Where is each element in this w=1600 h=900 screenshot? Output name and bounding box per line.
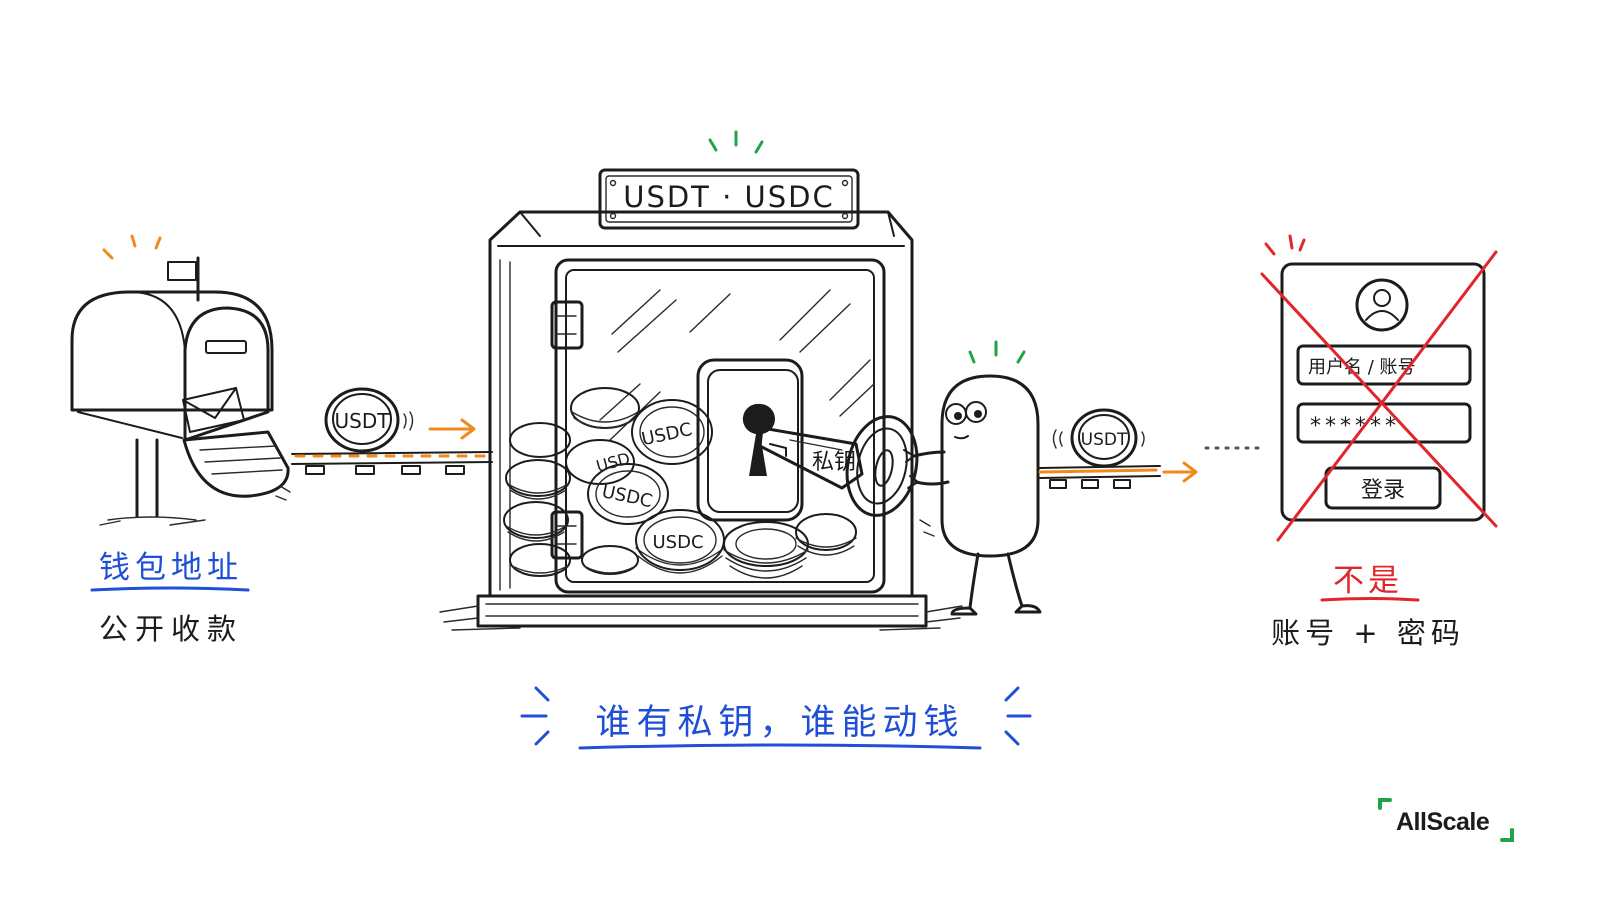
wallet-address-subtitle: 公开收款: [98, 612, 243, 646]
brand-logo: AllScale: [1390, 806, 1528, 846]
coin-label: USDT: [1081, 430, 1128, 450]
safe-sign-label: USDT · USDC: [623, 180, 835, 214]
account-password-label: 账号 + 密码: [1271, 616, 1465, 650]
safe-icon: [439, 130, 963, 631]
coin-pile: USD USDC USDC USDC: [503, 387, 857, 579]
usdt-coin-incoming: USDT: [324, 387, 414, 453]
mailbox-icon: [70, 234, 291, 526]
login-button: [1324, 466, 1442, 510]
login-button-label: 登录: [1361, 478, 1405, 503]
keyhole-icon: [696, 358, 804, 522]
wallet-underline: [90, 586, 250, 592]
brand-name: AllScale: [1396, 808, 1490, 836]
arrow-icon: [428, 418, 476, 440]
wallet-address-title: 钱包地址: [99, 550, 243, 586]
conveyor-right: [1038, 465, 1161, 489]
cross-out-mark: [1260, 250, 1498, 542]
brand-bracket-icon: [1378, 798, 1392, 810]
coin-label: USDT: [335, 409, 391, 433]
slogan-underline: [578, 743, 982, 750]
not-label: 不是: [1333, 563, 1403, 599]
password-mask: ******: [1310, 414, 1400, 439]
character-icon: [903, 340, 1042, 616]
login-card: 用户名 / 账号 ****** 登录: [1260, 234, 1498, 542]
not-underline: [1320, 597, 1420, 602]
username-field: [1296, 344, 1472, 386]
user-avatar-icon: [1355, 278, 1409, 332]
usdt-coin-outgoing: USDT: [1052, 408, 1145, 468]
arrow-icon: [1162, 461, 1198, 483]
slogan-sparks: [520, 686, 1032, 746]
coin-label: USDC: [600, 481, 654, 512]
brand-bracket-icon: [1500, 828, 1514, 842]
coin-label: USDC: [652, 532, 703, 553]
key-icon: 私钥: [758, 415, 919, 517]
username-placeholder: 用户名 / 账号: [1308, 357, 1416, 378]
conveyor-left: [291, 451, 493, 475]
coin-label: USDC: [640, 419, 694, 450]
slogan-text: 谁有私钥，谁能动钱: [595, 703, 965, 743]
envelope-icon: [182, 387, 245, 433]
